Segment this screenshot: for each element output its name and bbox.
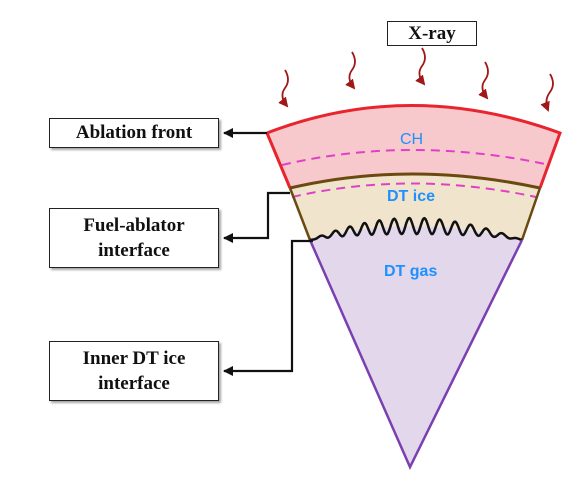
fuel-ablator-interface-line: [289, 172, 541, 190]
fuel-ablator-interface-label: Fuel-ablator interface: [49, 208, 219, 268]
dashed-contour-upper: [281, 149, 551, 166]
xray-arrow-5: [540, 73, 554, 112]
dashed-contour-lower: [291, 182, 537, 198]
fuel-ablator-label-line1: Fuel-ablator: [83, 215, 185, 236]
dt-ice-edges: [288, 187, 542, 241]
fuel-ablator-label-line2: interface: [98, 240, 170, 261]
xray-arrow-2: [345, 51, 356, 90]
inner-dt-label-line2: interface: [98, 373, 170, 394]
inner-dt-ice-pointer: [223, 239, 313, 376]
xray-arrow-3: [415, 47, 426, 86]
inner-dt-ice-interface-label: Inner DT ice interface: [49, 341, 219, 401]
ch-region-label: CH: [400, 131, 424, 148]
inner-dt-label-line1: Inner DT ice: [82, 348, 186, 369]
dt-gas-region: [310, 226, 522, 467]
xray-label: X-ray: [387, 21, 477, 46]
dt-gas-region-label: DT gas: [384, 263, 438, 280]
dt-ice-region: [290, 174, 540, 240]
ablation-front-outline: [265, 104, 562, 189]
dt-gas-edges: [308, 239, 524, 470]
xray-arrow-1: [278, 69, 289, 108]
inner-dt-ice-interface-line: [309, 216, 523, 242]
fuel-ablator-pointer: [223, 191, 290, 243]
ch-region: [267, 105, 560, 188]
ablation-front-label: Ablation front: [49, 118, 219, 148]
dt-ice-region-label: DT ice: [387, 188, 436, 205]
xray-arrow-4: [478, 61, 489, 100]
